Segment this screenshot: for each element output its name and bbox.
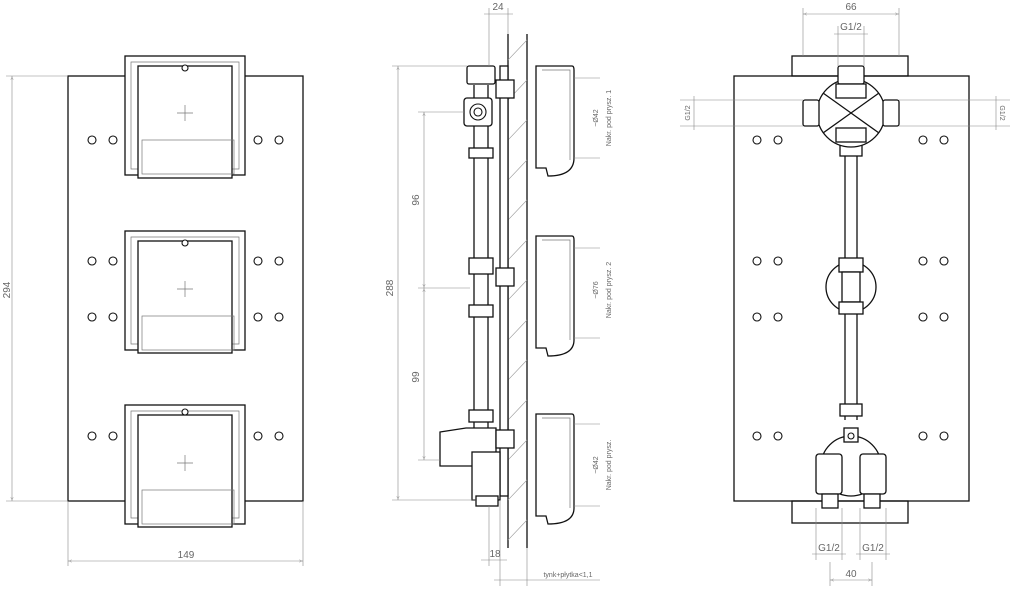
back-mounting-holes [752,135,949,441]
back-bottom-right-label: G1/2 [862,543,884,554]
back-left-port-label: G1/2 [685,105,692,120]
pitch-upper-label: 96 [411,194,422,206]
side-dim-total: 288 [385,65,476,501]
back-dim-bottom: G1/2 G1/2 40 [812,508,890,586]
front-mounting-holes [87,135,284,441]
back-dim-side-ports: G1/2 G1/2 [680,96,1010,130]
front-knob-upper [124,55,246,179]
total-height-label: 288 [385,279,396,296]
knob-middle-dia: ~Ø76 [593,281,600,298]
side-dim-depth-top: 24 [484,2,513,66]
front-knob-lower [124,404,246,528]
side-view: ~Ø42 Nakr. pod prysz. 1 ~Ø76 Nakr. pod p… [385,2,613,586]
knob-upper-note: Nakr. pod prysz. 1 [606,90,613,147]
tile-note-label: tynk+płytka<1,1 [543,572,592,579]
side-dim-pitch: 96 99 [411,111,470,461]
back-vertical-pipe [825,143,877,420]
side-knob-annotations: ~Ø42 Nakr. pod prysz. 1 ~Ø76 Nakr. pod p… [574,77,613,507]
back-right-port-label: G1/2 [998,105,1005,120]
base-depth-label: 18 [489,549,501,560]
depth-top-label: 24 [492,2,504,13]
side-knob-upper [535,65,575,177]
back-top-width-label: 66 [845,2,857,13]
side-knob-lower [535,413,575,525]
back-bottom-tab [791,500,909,524]
knob-lower-note: Nakr. pod prysz. [606,440,613,491]
knob-middle-note: Nakr. pod prysz. 2 [606,262,613,319]
front-height-label: 294 [2,281,13,298]
back-top-inlet-label: G1/2 [840,22,862,33]
side-dim-bottom: 18 tynk+płytka<1,1 [481,500,600,586]
back-view: 66 G1/2 G1/2 G1/2 G1/2 G1/2 [680,2,1010,586]
front-view: 294 149 [2,55,304,566]
front-width-label: 149 [178,550,195,561]
back-upper-cross [802,65,900,148]
knob-upper-dia: ~Ø42 [593,109,600,126]
front-knob-middle [124,230,246,354]
back-bottom-spacing-label: 40 [845,569,857,580]
back-dim-top: 66 G1/2 [802,2,900,66]
front-dim-width: 149 [67,501,304,566]
pitch-lower-label: 99 [411,371,422,383]
knob-lower-dia: ~Ø42 [593,456,600,473]
side-knob-middle [535,235,575,357]
back-bottom-left-label: G1/2 [818,543,840,554]
side-wall-section [499,34,528,548]
back-lower-fitting [815,427,887,509]
front-dim-height: 294 [2,75,68,502]
